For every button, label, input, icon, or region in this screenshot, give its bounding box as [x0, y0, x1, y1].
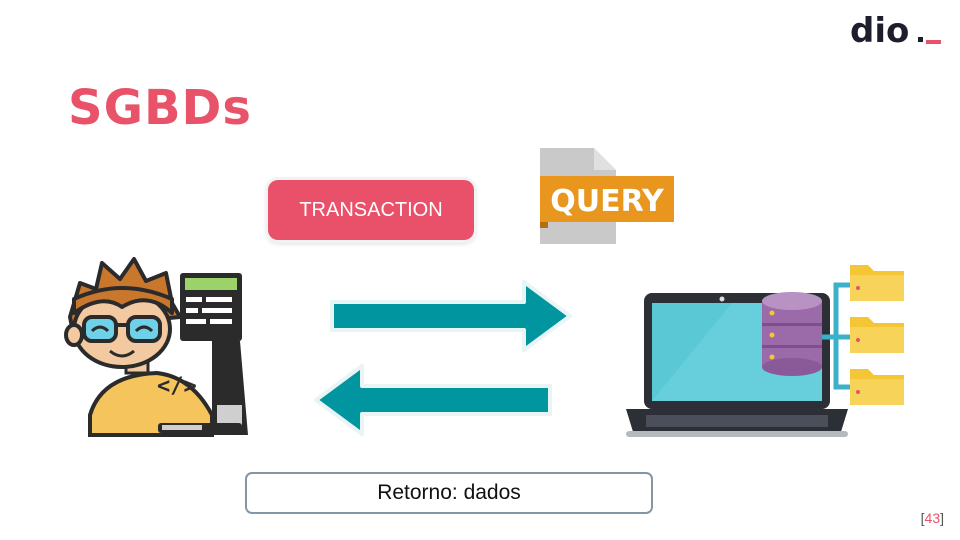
- query-document-icon: QUERY: [540, 148, 674, 244]
- query-label: QUERY: [550, 184, 665, 219]
- response-arrow: [314, 364, 552, 436]
- page-number: [43]: [920, 510, 944, 526]
- dio-logo-text: dio: [850, 12, 909, 51]
- data-flow-arrows: [314, 280, 572, 436]
- folder-icon: [850, 369, 904, 405]
- folder-icon: [850, 265, 904, 301]
- page-title: SGBDs: [68, 80, 252, 136]
- dio-logo: dio: [850, 12, 941, 51]
- folder-icon: [850, 317, 904, 353]
- code-symbol: </>: [157, 374, 197, 399]
- return-data-box: Retorno: dados: [245, 472, 653, 514]
- request-arrow: [330, 280, 572, 352]
- laptop-database-icon: [626, 265, 904, 437]
- database-icon: [762, 292, 822, 376]
- developer-icon: </>: [64, 257, 248, 437]
- transaction-box: TRANSACTION: [268, 180, 474, 240]
